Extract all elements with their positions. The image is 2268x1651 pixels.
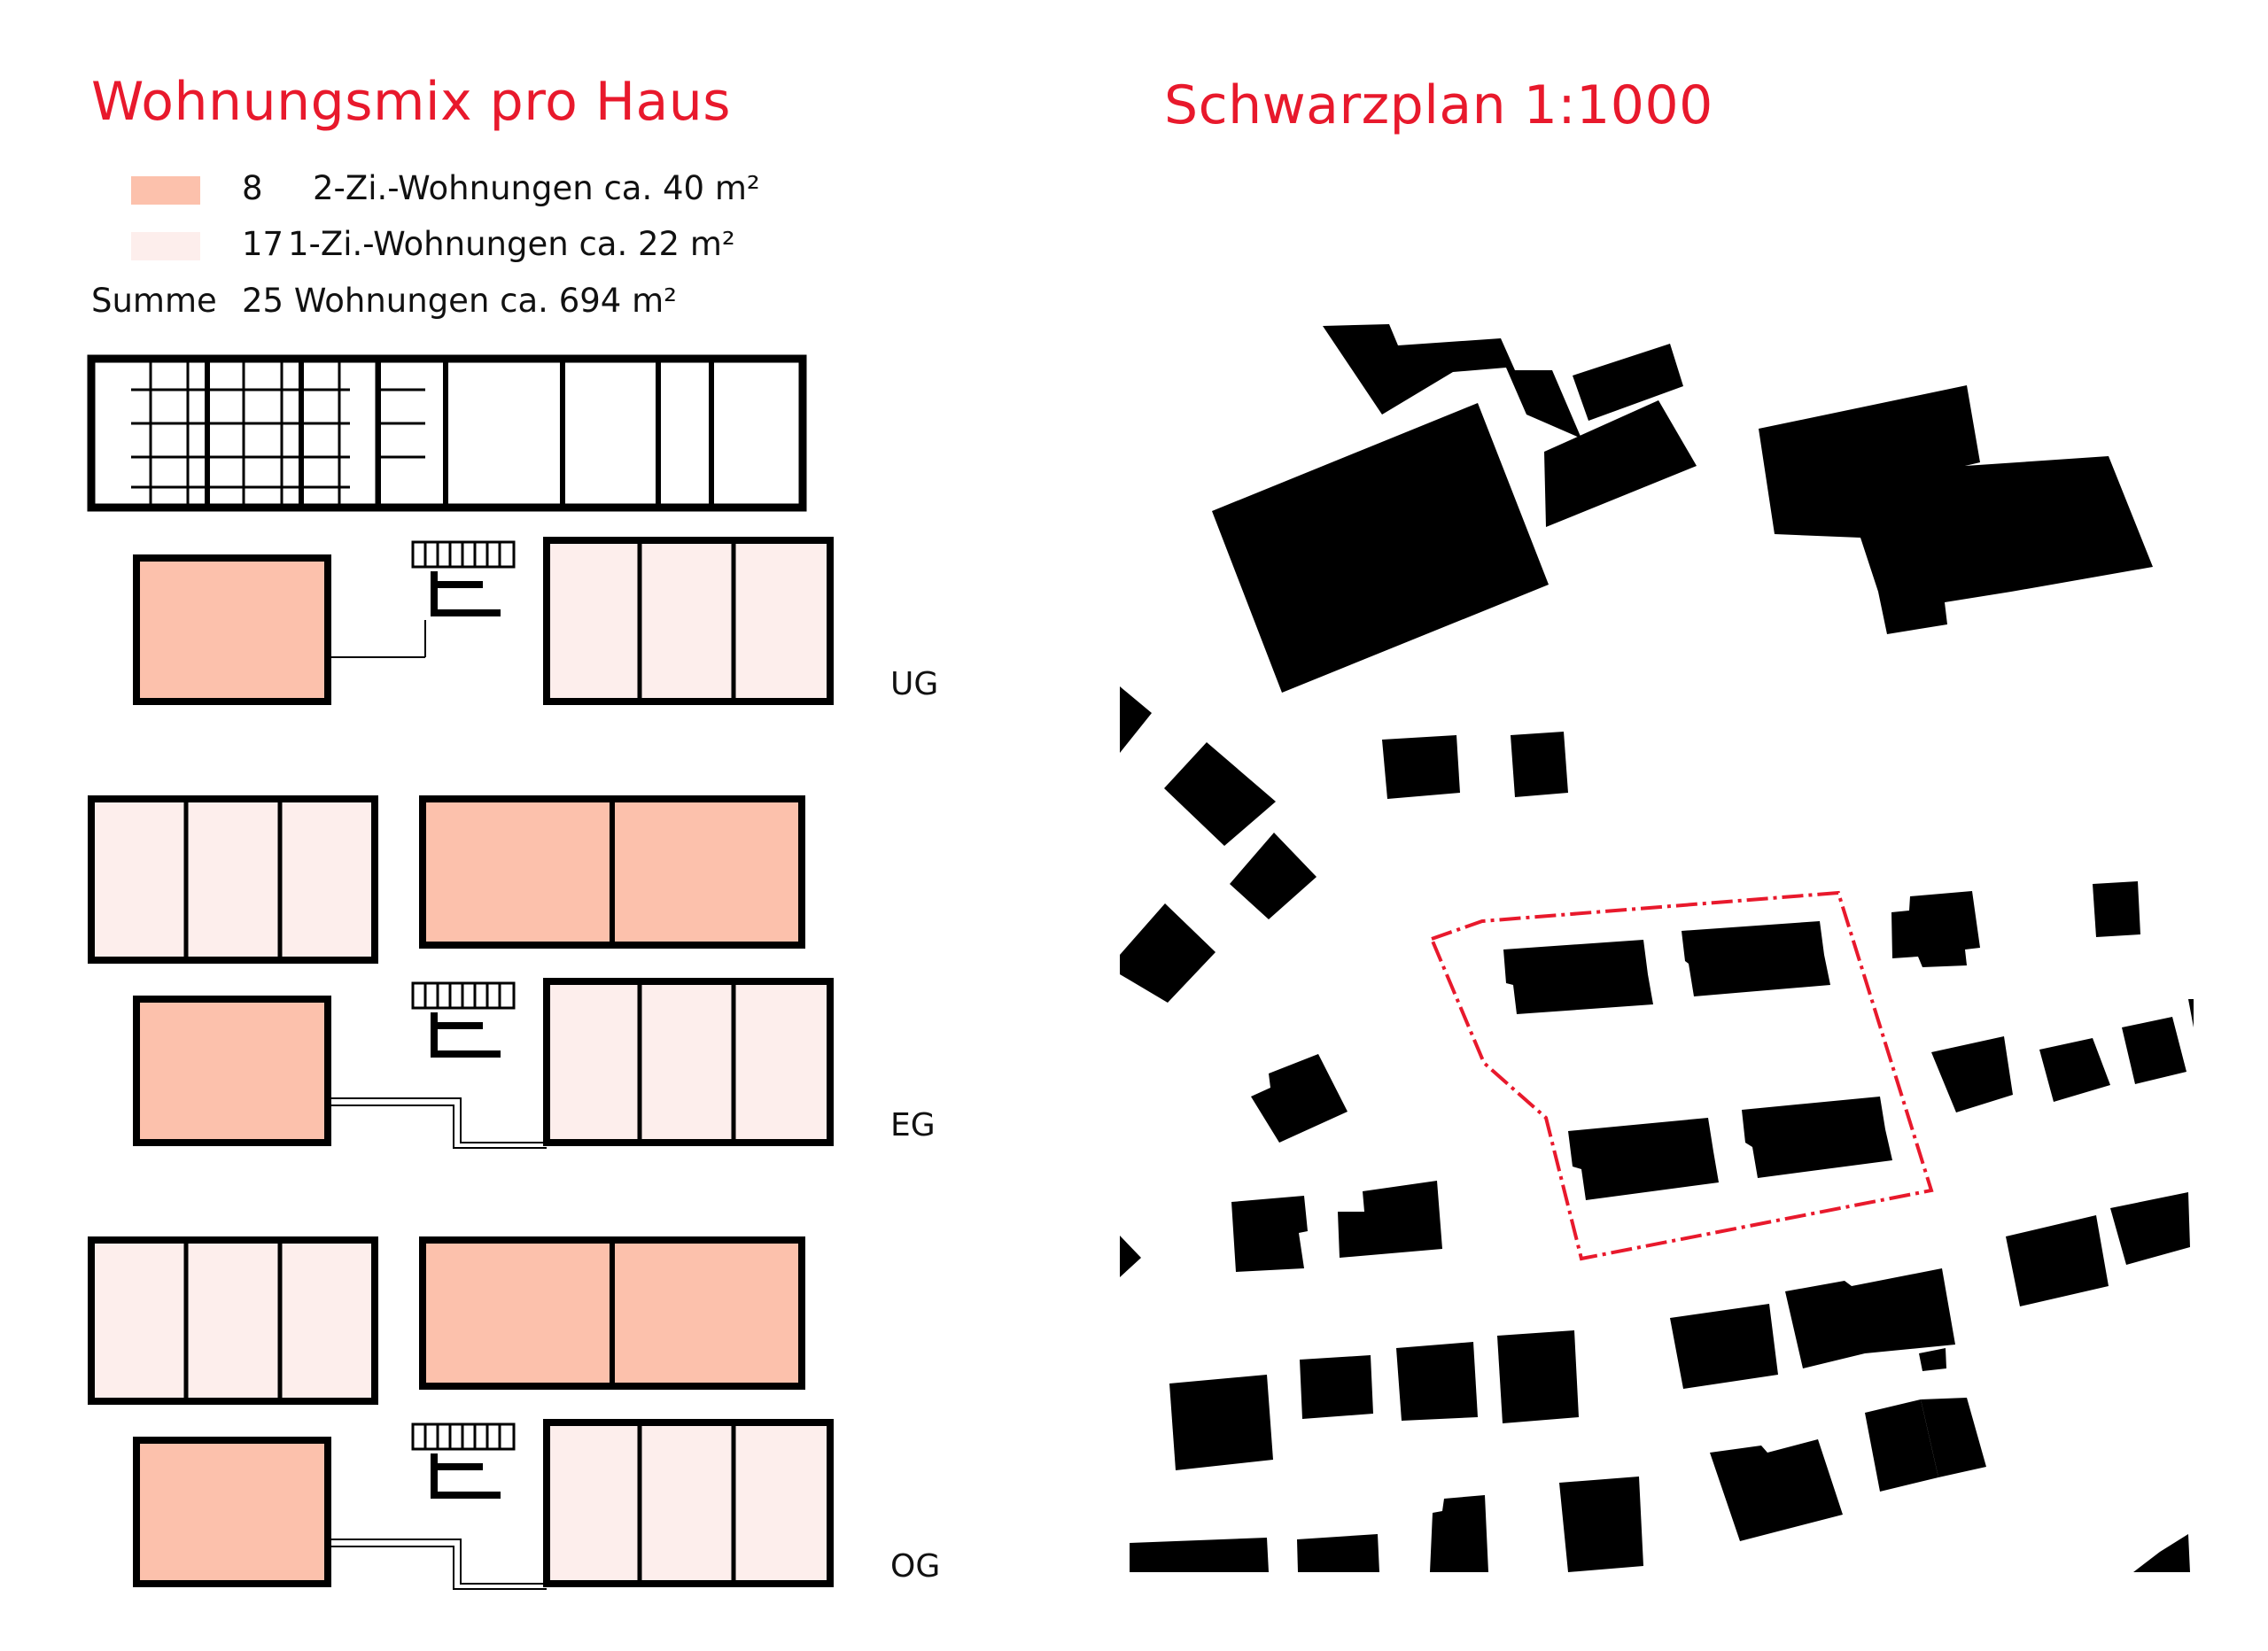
building — [1921, 1398, 1986, 1477]
floor-plan-og — [88, 1236, 834, 1590]
building — [1396, 1342, 1478, 1421]
building — [1120, 1236, 1141, 1277]
building — [1573, 344, 1683, 421]
level-label-og: OG — [890, 1548, 941, 1585]
building — [2133, 1534, 2190, 1572]
apartments-one-room — [88, 1236, 378, 1405]
legend-sum-label: 25 Wohnungen ca. 694 m² — [242, 282, 677, 320]
level-label-eg: EG — [890, 1107, 936, 1143]
building — [1710, 1439, 1843, 1541]
building — [1919, 1348, 1946, 1371]
floor-plan-ug — [87, 354, 834, 705]
apartment-two-room — [133, 554, 331, 705]
building — [1544, 400, 1697, 527]
building — [2039, 1038, 2110, 1102]
building — [1230, 833, 1317, 919]
building — [1382, 735, 1460, 799]
building — [1742, 1097, 1892, 1178]
building — [2122, 1017, 2186, 1084]
site-boundary — [1429, 890, 1934, 1261]
floor-plan-eg — [88, 795, 834, 1149]
building — [1931, 1036, 2013, 1112]
building — [1164, 742, 1276, 846]
building — [1682, 921, 1830, 996]
left-title: Wohnungsmix pro Haus — [91, 71, 732, 133]
stair-core — [328, 1422, 547, 1590]
building — [2093, 881, 2140, 937]
apartments-one-room — [543, 1419, 834, 1587]
apartments-one-room — [543, 978, 834, 1146]
building — [1503, 940, 1653, 1014]
apartment-two-room — [133, 1437, 331, 1587]
building — [1511, 732, 1568, 797]
building — [1338, 1181, 1442, 1258]
legend-label-two-room: 2-Zi.-Wohnungen ca. 40 m² — [313, 169, 760, 207]
building — [2110, 1192, 2190, 1265]
building — [1430, 1495, 1488, 1572]
building — [1323, 324, 1581, 438]
building — [2006, 1215, 2109, 1306]
legend-sum-prefix: Summe — [91, 282, 217, 320]
building — [1670, 1304, 1778, 1389]
apartments-one-room — [543, 537, 834, 705]
apartment-two-room — [133, 996, 331, 1146]
building — [1568, 1118, 1719, 1200]
level-label-ug: UG — [890, 666, 939, 702]
building — [1785, 1268, 1955, 1368]
stair-core — [328, 981, 547, 1149]
building — [1300, 1355, 1373, 1419]
building — [1169, 1375, 1273, 1470]
legend-swatch-two-room — [131, 176, 200, 205]
legend-label-one-room: 1-Zi.-Wohnungen ca. 22 m² — [288, 225, 735, 263]
building — [1212, 403, 1549, 693]
building — [1231, 1196, 1308, 1272]
building — [1251, 1054, 1348, 1143]
building — [1120, 686, 1152, 753]
building — [1497, 1330, 1579, 1423]
building — [1120, 903, 1216, 1003]
right-title: Schwarzplan 1:1000 — [1164, 74, 1713, 136]
building — [2188, 999, 2194, 1027]
legend-count-two-room: 8 — [242, 169, 263, 207]
building — [1559, 1477, 1643, 1572]
building — [1865, 1399, 1938, 1492]
stair-core — [328, 540, 516, 658]
building — [1297, 1534, 1379, 1572]
building — [1759, 385, 2153, 634]
building — [1891, 891, 1980, 967]
buildings — [1120, 324, 2194, 1572]
storage-block — [87, 354, 807, 512]
legend-count-one-room: 17 — [242, 225, 284, 263]
apartments-one-room — [88, 795, 378, 964]
building — [1130, 1538, 1269, 1572]
legend-swatch-one-room — [131, 232, 200, 260]
